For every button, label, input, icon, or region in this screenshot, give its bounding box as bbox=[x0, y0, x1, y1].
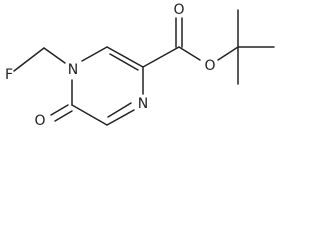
bond-o-tbu bbox=[217, 46, 239, 61]
bond-ester-c-o-single bbox=[178, 46, 201, 61]
atom-f: F bbox=[5, 67, 13, 83]
bond-n-c-top bbox=[81, 46, 108, 62]
bond-c-top-c-carboxyl bbox=[106, 46, 144, 68]
atom-n-alkyl: N bbox=[68, 62, 78, 78]
bond-f-ch2 bbox=[13, 47, 45, 72]
atom-o-ester: O bbox=[204, 58, 215, 74]
bond-ch2-n bbox=[43, 47, 66, 64]
bond-c-top-c-carboxyl-double bbox=[109, 53, 139, 71]
bond-ch-c-oxo bbox=[71, 104, 108, 126]
bond-ring-c-o-double bbox=[54, 110, 73, 122]
atom-labels: F N N O O O bbox=[5, 2, 216, 129]
bonds bbox=[13, 9, 275, 126]
bond-ring-c-ester-c bbox=[142, 46, 180, 68]
chemical-structure: F N N O O O bbox=[5, 2, 275, 129]
bond-n-ch-double bbox=[107, 102, 132, 118]
atom-n-imine: N bbox=[138, 96, 148, 112]
atom-o-ring-carbonyl: O bbox=[34, 113, 45, 129]
bond-ring-c-o bbox=[50, 104, 69, 116]
bond-n-ch bbox=[106, 109, 135, 126]
atom-o-ester-carbonyl: O bbox=[173, 2, 184, 18]
